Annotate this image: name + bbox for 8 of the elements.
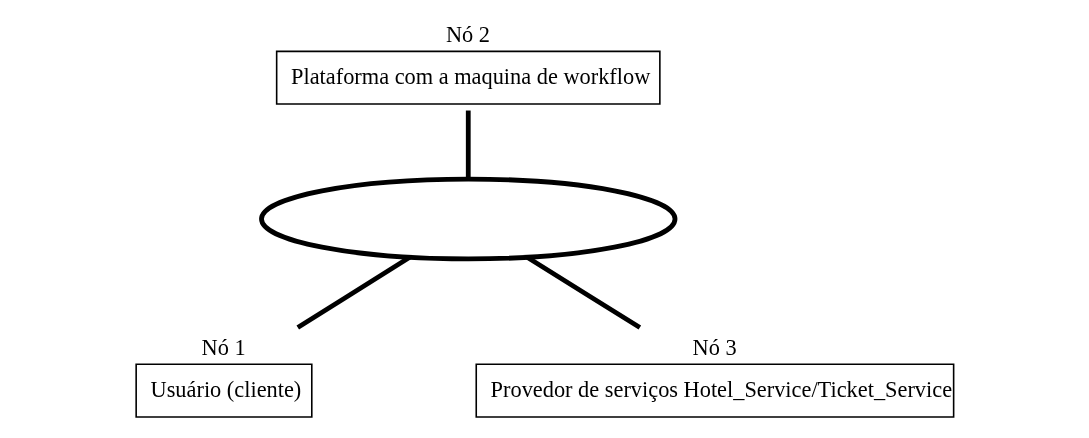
node-box: Usuário (cliente) [135,363,313,418]
node-box: Provedor de serviços Hotel_Service/Ticket_Service [475,363,955,418]
node-label: Nó 2 [445,22,490,48]
node-label: Nó 3 [692,335,737,361]
node-label: Nó 1 [201,335,246,361]
node-ellipse [259,176,678,262]
node-box: Plataforma com a maquina de workflow [275,50,661,105]
connector [465,110,471,179]
